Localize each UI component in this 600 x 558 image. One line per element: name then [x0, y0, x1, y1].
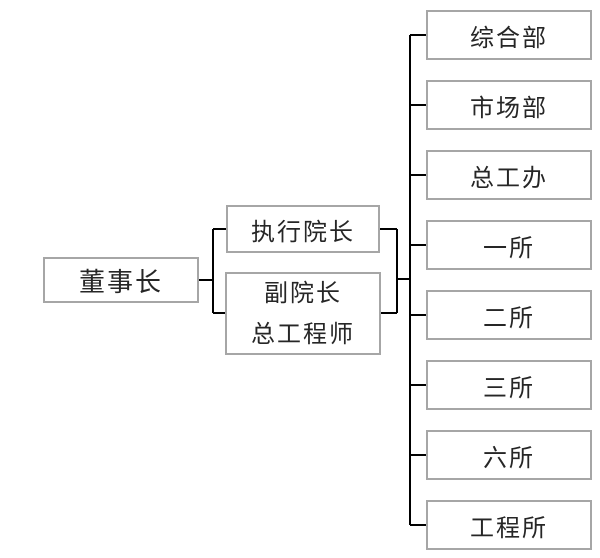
node-dept-institute-3: 三所: [426, 360, 592, 410]
node-dept-label: 一所: [483, 234, 535, 262]
node-dept-institute-6: 六所: [426, 430, 592, 480]
node-dept-label: 市场部: [470, 94, 548, 122]
node-dept-label: 六所: [483, 444, 535, 472]
node-executive-dean-label: 执行院长: [251, 218, 355, 246]
node-dept-label: 总工办: [470, 164, 548, 192]
node-dept-marketing: 市场部: [426, 80, 592, 130]
node-dept-label: 二所: [483, 304, 535, 332]
node-dept-label: 工程所: [470, 514, 548, 542]
node-chairman-label: 董事长: [78, 266, 163, 297]
node-dept-institute-1: 一所: [426, 220, 592, 270]
node-vice-dean-chief-engineer: 副院长 总工程师: [225, 272, 381, 355]
node-dept-engineering: 工程所: [426, 500, 592, 550]
node-dept-label: 综合部: [470, 24, 548, 52]
node-vice-dean-label: 副院长: [264, 279, 342, 307]
node-dept-institute-2: 二所: [426, 290, 592, 340]
node-chairman: 董事长: [43, 257, 199, 303]
node-dept-label: 三所: [483, 374, 535, 402]
node-executive-dean: 执行院长: [226, 205, 380, 253]
node-dept-chief-engineer-office: 总工办: [426, 150, 592, 200]
node-dept-general-affairs: 综合部: [426, 10, 592, 60]
node-chief-engineer-label: 总工程师: [251, 320, 355, 348]
